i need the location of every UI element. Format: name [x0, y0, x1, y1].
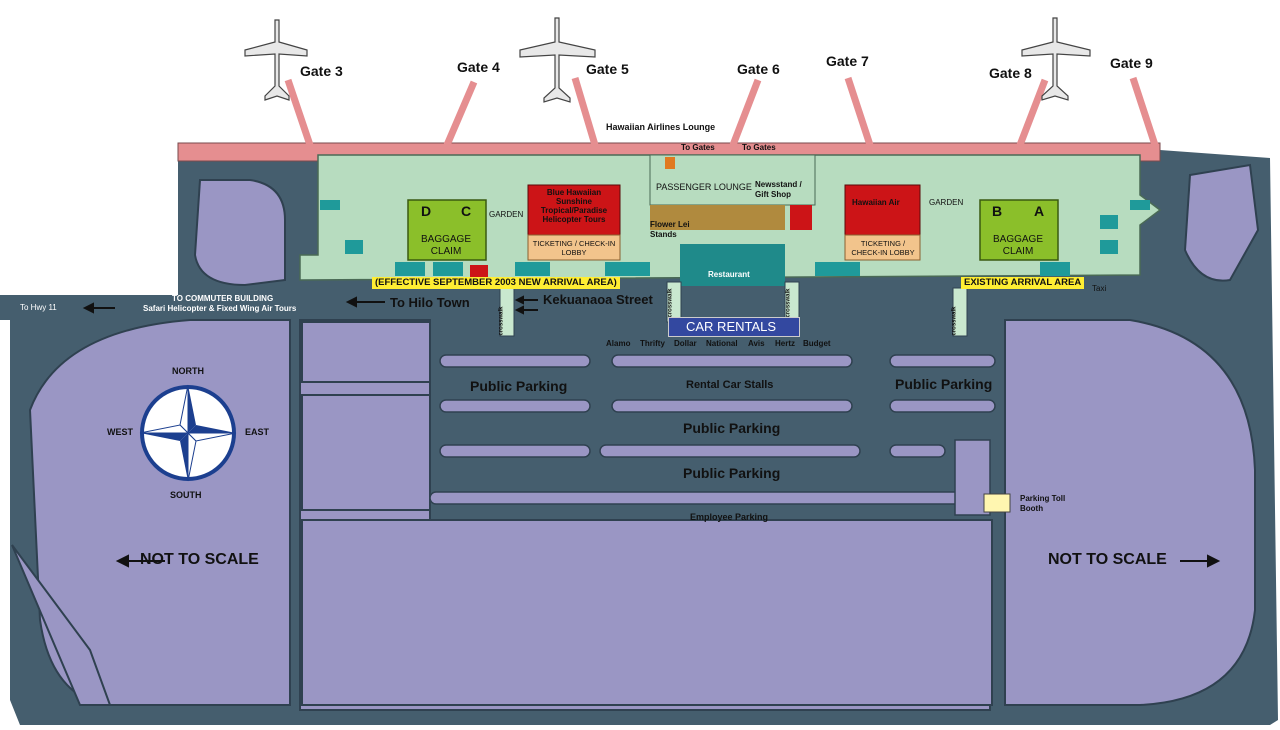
- parking-rows: [429, 354, 996, 516]
- crosswalks: [499, 281, 968, 337]
- crosswalk-label: crosswalk: [498, 306, 505, 336]
- rental-stalls-label: Rental Car Stalls: [686, 379, 774, 391]
- ticketing-label: TICKETING / CHECK-IN LOBBY: [851, 239, 915, 257]
- garden-label: GARDEN: [929, 198, 964, 207]
- jetways: [284, 76, 1159, 147]
- direction-arrows: [82, 295, 1221, 568]
- rental-company: Budget: [803, 339, 831, 348]
- baggage-letter: D: [421, 203, 432, 219]
- car-rentals-sign: [668, 317, 800, 337]
- commuter-label: TO COMMUTER BUILDING: [172, 294, 274, 303]
- toll-booth-label: Parking Toll Booth: [1020, 494, 1066, 513]
- gate-label: Gate 7: [826, 53, 869, 69]
- newsstand-label: Newsstand / Gift Shop: [755, 180, 802, 199]
- compass-north: NORTH: [172, 366, 204, 376]
- compass-rose: [139, 384, 237, 482]
- baggage-letter: B: [992, 203, 1003, 219]
- baggage-letter: C: [461, 203, 472, 219]
- rental-company: Thrifty: [640, 339, 665, 348]
- to-hwy-label: To Hwy 11: [20, 303, 57, 312]
- baggage-claim-label: BAGGAGE CLAIM: [992, 234, 1043, 257]
- new-arrival-label: (EFFECTIVE SEPTEMBER 2003 NEW ARRIVAL AR…: [372, 277, 620, 289]
- public-parking-label: Public Parking: [895, 376, 993, 392]
- rental-company: Hertz: [775, 339, 796, 348]
- compass-south: SOUTH: [170, 490, 202, 500]
- gate-label: Gate 9: [1110, 55, 1153, 71]
- public-parking-label: Public Parking: [683, 420, 781, 436]
- to-gates-label: To Gates: [681, 143, 715, 152]
- gate-label: Gate 4: [457, 59, 500, 75]
- crosswalk-label: crosswalk: [785, 288, 792, 318]
- airplane-icon: [519, 17, 596, 103]
- gate-label: Gate 6: [737, 61, 780, 77]
- taxi-label: Taxi: [1092, 284, 1107, 293]
- crosswalk-label: crosswalk: [951, 306, 958, 336]
- rental-company: Dollar: [674, 339, 697, 348]
- baggage-letter: A: [1034, 203, 1045, 219]
- to-hilo-label: To Hilo Town: [390, 295, 470, 310]
- east-airline-label: Hawaiian Air: [852, 198, 900, 207]
- west-airlines-label: Blue Hawaiian Sunshine Tropical/Paradise…: [540, 188, 608, 224]
- airplane-icon: [1021, 17, 1091, 101]
- gate-label: Gate 8: [989, 65, 1032, 81]
- baggage-claim-label: BAGGAGE CLAIM: [420, 234, 471, 257]
- scale-note: NOT TO SCALE: [140, 551, 259, 568]
- restaurant-label: Restaurant: [708, 270, 750, 279]
- crosswalk-label: crosswalk: [667, 288, 674, 318]
- lounge-label: Hawaiian Airlines Lounge: [606, 122, 716, 132]
- gate-label: Gate 5: [586, 61, 629, 77]
- public-parking-label: Public Parking: [683, 465, 781, 481]
- airplane-icon: [244, 19, 308, 101]
- employee-parking-label: Employee Parking: [690, 512, 769, 522]
- toll-booth: [983, 493, 1011, 513]
- rental-company: Alamo: [606, 339, 631, 348]
- gate-label: Gate 3: [300, 63, 343, 79]
- to-gates-label: To Gates: [742, 143, 776, 152]
- terminal-building: [177, 142, 1162, 286]
- rental-company: National: [706, 339, 738, 348]
- car-rentals-label: CAR RENTALS: [686, 319, 777, 334]
- flower-lei-label: Flower Lei Stands: [650, 220, 690, 239]
- compass-east: EAST: [245, 427, 270, 437]
- street-label: Kekuanaoa Street: [543, 292, 653, 307]
- passenger-lounge-label: PASSENGER LOUNGE: [656, 182, 752, 192]
- scale-note: NOT TO SCALE: [1048, 551, 1167, 568]
- ticketing-label: TICKETING / CHECK-IN LOBBY: [532, 239, 616, 257]
- commuter-label: Safari Helicopter & Fixed Wing Air Tours: [143, 304, 297, 313]
- public-parking-label: Public Parking: [470, 378, 568, 394]
- existing-arrival-label: EXISTING ARRIVAL AREA: [961, 277, 1085, 289]
- garden-label: GARDEN: [489, 210, 524, 219]
- rental-company: Avis: [748, 339, 765, 348]
- compass-west: WEST: [107, 427, 133, 437]
